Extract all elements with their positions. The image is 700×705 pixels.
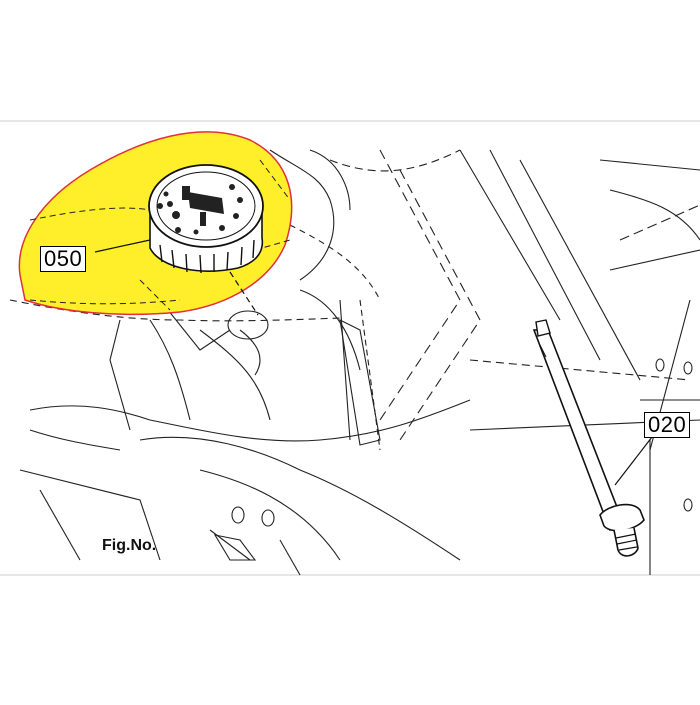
leader-050: [94, 239, 151, 253]
highlight-line-art: [29, 159, 291, 311]
leader-020: [614, 436, 653, 486]
callout-050: 050: [40, 246, 87, 272]
dipstick-icon: [532, 319, 645, 557]
fuel-cap-icon: [148, 164, 264, 316]
background-line-art: [9, 149, 700, 576]
callout-020: 020: [644, 412, 691, 438]
figure-label: Fig.No.: [102, 537, 157, 554]
